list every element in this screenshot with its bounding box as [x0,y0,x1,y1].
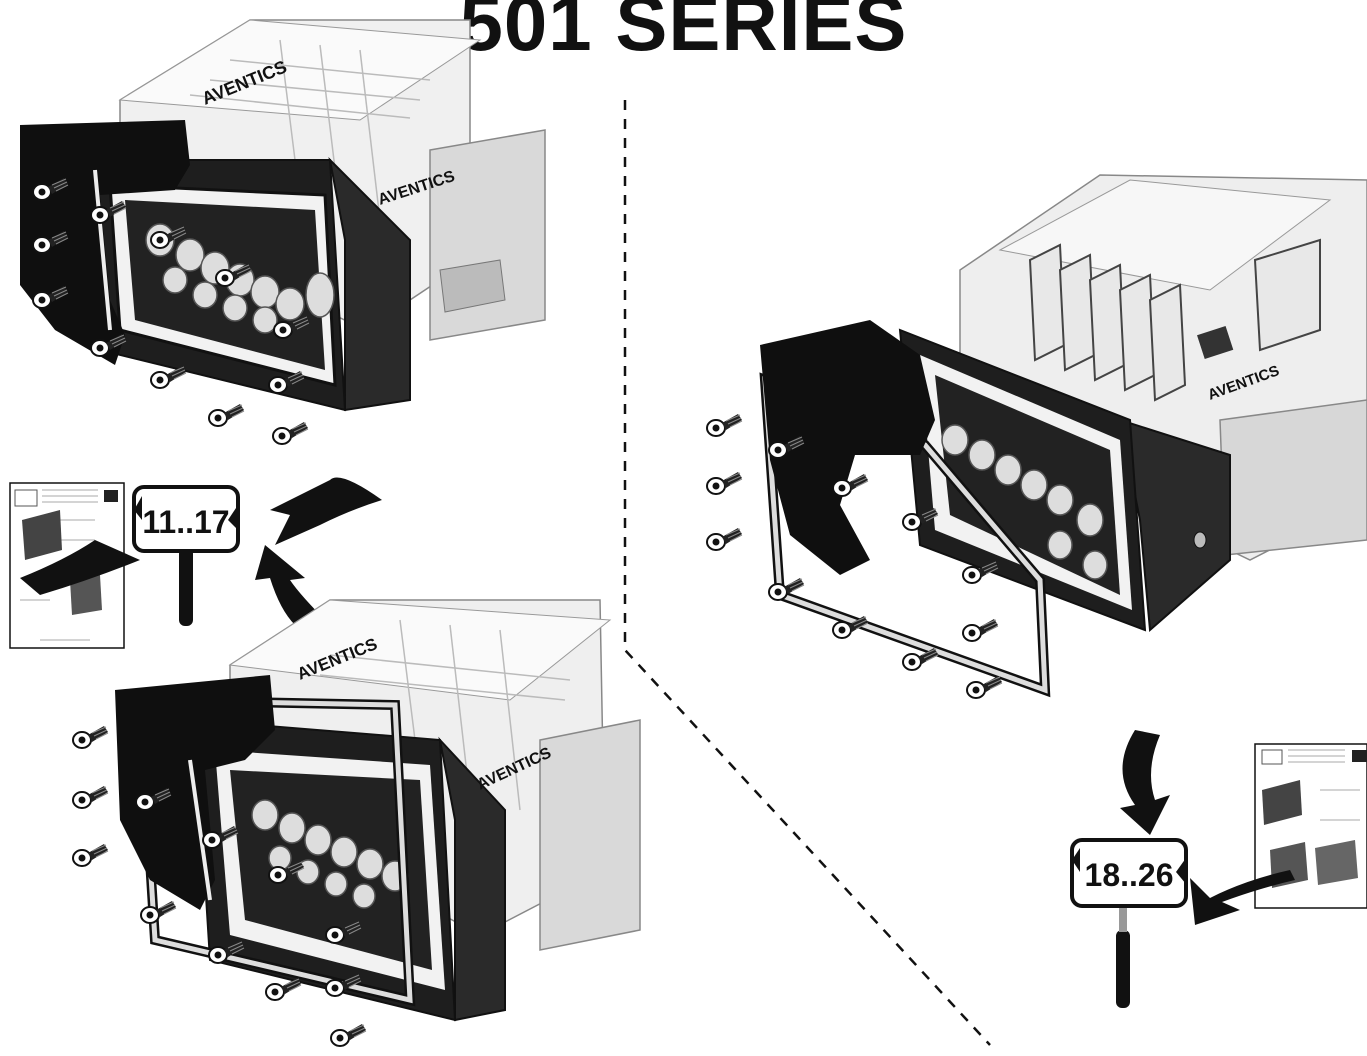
arrow-icon [1120,730,1170,835]
step-range-badge-left: 11..17 [132,485,240,553]
manifold-assembly-top-left: AVENTICS AVENTICS [20,19,546,445]
manifold-assembly-right: AVENTICS [706,174,1367,699]
step-range-label: 18..26 [1085,857,1174,893]
divider-line [623,100,991,1046]
arrow-icon [255,545,330,625]
page-title: 501 SERIES [459,0,908,67]
step-range-label: 11..17 [142,504,229,540]
arrow-icon [1190,870,1295,925]
arrow-icon [270,477,382,545]
wrench-icon [1116,908,1130,1008]
arrow-icon [20,540,140,595]
instruction-sheet-left [9,482,125,649]
manifold-assembly-bottom-left: AVENTICS AVENTICS [72,599,641,1047]
step-range-badge-right: 18..26 [1070,838,1188,908]
